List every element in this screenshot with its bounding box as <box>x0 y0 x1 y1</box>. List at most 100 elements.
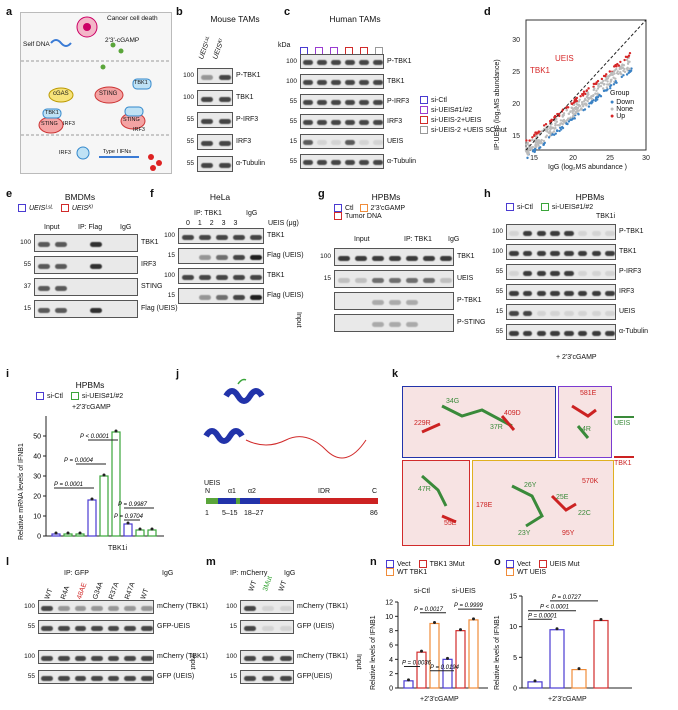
scatter-point <box>552 130 556 133</box>
m-input-label: Input <box>355 654 362 670</box>
blot-band <box>345 100 355 105</box>
blot-band <box>359 160 369 165</box>
blot-band <box>371 321 384 327</box>
l-col-ip: IP: GFP <box>64 570 89 577</box>
blot-band <box>107 675 120 681</box>
f-kda-marker: 15 <box>167 252 175 259</box>
y-tick-label: 8 <box>389 628 393 635</box>
scatter-point <box>554 124 557 127</box>
blot-band <box>243 655 257 661</box>
blot-band <box>218 162 232 168</box>
c-blot-strip <box>300 154 384 169</box>
blot-band <box>317 100 327 105</box>
m-kda-marker: 100 <box>226 603 237 610</box>
h-kda-marker: 55 <box>495 288 503 295</box>
g-blot-strip <box>334 248 454 266</box>
blot-band <box>215 294 228 300</box>
scatter-point <box>592 94 595 97</box>
e-legend: UEISᴸˢᴸ UEISᴷᴵ <box>18 204 92 212</box>
blot-band <box>591 270 602 276</box>
blot-band <box>124 675 136 681</box>
blot-band <box>279 605 293 611</box>
bar-point <box>150 527 154 531</box>
h-tbk1i: TBK1i <box>596 213 616 220</box>
blot-band <box>373 80 383 85</box>
tbk1-shape <box>132 78 152 90</box>
blot-band <box>564 270 574 276</box>
g-legend-item: Ctl 2'3'cGAMP <box>334 204 405 212</box>
scatter-point <box>597 85 601 88</box>
panel-letter-n: n <box>370 556 377 568</box>
scatter-point <box>629 69 633 72</box>
bar <box>442 658 453 689</box>
blot-band <box>331 120 341 125</box>
scatter-point <box>558 126 562 129</box>
blot-band <box>440 277 453 283</box>
p-value: P < 0.0001 <box>540 605 569 611</box>
blot-band <box>373 120 383 125</box>
scatter-point <box>590 94 593 98</box>
k-res-22c: 22C <box>578 510 591 517</box>
scatter-point <box>609 78 613 82</box>
label-sting-3: STING <box>123 117 140 123</box>
c-kda-marker: 100 <box>286 57 297 65</box>
scatter-point <box>571 108 575 111</box>
scatter-point <box>526 156 529 160</box>
c-kda-marker: 55 <box>289 117 297 125</box>
m-lane-1: WT <box>248 579 259 593</box>
scatter-point <box>551 133 554 136</box>
scatter-point <box>606 77 610 80</box>
scatter-point <box>586 92 589 95</box>
blot-band <box>605 270 615 276</box>
scatter-point <box>553 114 557 118</box>
scatter-point <box>614 77 617 80</box>
blot-band <box>605 290 615 296</box>
blot-band <box>373 140 383 145</box>
y-tick-label: 50 <box>33 434 41 441</box>
blot-band <box>200 96 214 102</box>
m-lane-2: 3Mut <box>262 575 274 593</box>
blot-band <box>124 655 136 661</box>
scatter-point <box>630 67 633 70</box>
d-legend-item: ● None <box>610 106 633 113</box>
f-blot-label: Flag (UEIS) <box>267 292 304 299</box>
g-legend-item: Tumor DNA <box>334 212 405 220</box>
panel-letter-j: j <box>176 368 180 380</box>
n-ylabel: Relative levels of IFNB1 <box>370 615 377 690</box>
panel-letter-c: c <box>284 6 291 18</box>
e-col-input: Input <box>44 224 60 231</box>
blot-band <box>91 675 103 681</box>
scatter-point <box>613 69 617 72</box>
p-value: P = 0.0001 <box>54 482 83 488</box>
c-blot-label: IRF3 <box>387 117 403 125</box>
scatter-point <box>626 62 630 65</box>
idr-coil <box>245 436 367 459</box>
scatter-point <box>564 120 567 123</box>
blot-band <box>389 255 401 261</box>
l-blot-label: mCherry (TBK1) <box>157 653 208 660</box>
scatter-point <box>573 117 576 120</box>
k-box-1 <box>402 386 556 458</box>
bar <box>99 475 109 537</box>
scatter-point <box>537 141 540 145</box>
blot-band <box>181 234 194 240</box>
c-blot-strip <box>300 134 384 149</box>
g-legend: Ctl 2'3'cGAMP Tumor DNA <box>334 204 405 220</box>
helix-a2 <box>203 428 245 444</box>
c-kda-marker: 100 <box>286 77 297 85</box>
scatter-point <box>575 99 579 103</box>
scatter-point <box>531 150 535 153</box>
k-res-26y: 26Y <box>524 482 537 489</box>
b-lane-2: UEISᴷᴵ <box>212 38 226 61</box>
bar-point <box>420 649 423 653</box>
svg-text:30: 30 <box>642 155 650 162</box>
scatter-point <box>619 60 622 64</box>
k-res-178e: 178E <box>476 502 493 509</box>
scatter-point <box>628 51 632 55</box>
blot-band <box>233 294 246 300</box>
e-col-igg: IgG <box>120 224 132 231</box>
blot-band <box>218 74 232 80</box>
blot-band <box>591 310 602 316</box>
